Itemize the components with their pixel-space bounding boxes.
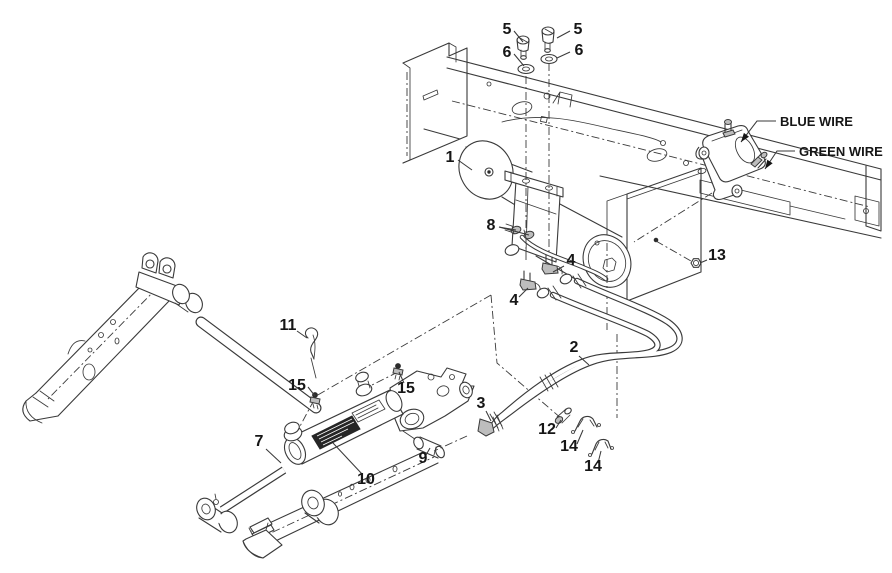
rod-clevis-tube bbox=[196, 493, 238, 534]
clamp-14-upper bbox=[571, 415, 601, 434]
callout-5-left: 5 bbox=[503, 21, 512, 38]
wire-harness bbox=[501, 116, 662, 143]
callout-1: 1 bbox=[446, 149, 455, 166]
nut-13 bbox=[690, 258, 702, 268]
callout-8-leader-1 bbox=[498, 226, 530, 236]
callout-4-lower-leader bbox=[518, 287, 529, 298]
callout-6-left-leader bbox=[513, 53, 525, 67]
bell-crank-arm bbox=[389, 367, 475, 451]
callout-11: 11 bbox=[280, 317, 297, 334]
fitting-15-left bbox=[309, 392, 321, 410]
callout-13: 13 bbox=[708, 247, 726, 264]
callout-4-upper: 4 bbox=[567, 252, 576, 269]
callout-2: 2 bbox=[570, 339, 579, 356]
green-wire-label-arrow bbox=[765, 159, 773, 169]
callout-2-leader bbox=[578, 355, 590, 366]
fitting-15-right bbox=[392, 363, 404, 381]
lift-frame-upper-arm bbox=[22, 252, 203, 424]
clamp-14-lower bbox=[588, 438, 614, 457]
callout-15-right-leader bbox=[398, 371, 405, 384]
callout-1-leader bbox=[457, 159, 473, 171]
callout-15-right: 15 bbox=[397, 380, 415, 397]
callout-7: 7 bbox=[255, 433, 264, 450]
hardware bbox=[304, 26, 702, 457]
callout-12: 12 bbox=[538, 421, 556, 438]
callout-12-leader bbox=[555, 419, 562, 429]
solenoid-mount-panel bbox=[626, 167, 702, 302]
green-wire-label: GREEN WIRE bbox=[799, 144, 883, 159]
clevis-pin bbox=[413, 436, 445, 459]
hydraulic-hoses bbox=[488, 273, 683, 430]
callout-4-upper-leader bbox=[552, 265, 565, 273]
washer-6-left bbox=[517, 63, 535, 75]
callout-layer: 5 5 6 6 1 8 13 4 4 11 2 15 15 3 7 12 9 14 14 10 BLUE WIRE GRE… bbox=[255, 21, 884, 488]
blue-wire-label-arrow bbox=[741, 132, 749, 142]
bolt-5-right bbox=[541, 26, 555, 53]
bolt-5-left bbox=[516, 35, 530, 60]
lift-rod bbox=[195, 316, 322, 414]
callout-9-leader bbox=[425, 447, 431, 456]
callout-13-leader bbox=[699, 259, 708, 264]
callout-5-right: 5 bbox=[574, 21, 583, 38]
cylinder-port bbox=[355, 383, 373, 397]
callout-7-leader bbox=[265, 448, 282, 464]
callout-6-left: 6 bbox=[503, 44, 512, 61]
callout-8: 8 bbox=[487, 217, 496, 234]
washer-6-right bbox=[540, 53, 558, 65]
callout-6-right-leader bbox=[556, 51, 571, 59]
callout-15-left: 15 bbox=[288, 377, 306, 394]
bolt-12 bbox=[554, 407, 572, 424]
elbow-4-upper bbox=[541, 254, 573, 285]
elbow-4-lower bbox=[519, 270, 550, 299]
projection-lines bbox=[297, 63, 713, 452]
callout-5-right-leader bbox=[556, 30, 571, 39]
callout-14-lower: 14 bbox=[584, 458, 602, 475]
callout-5-left-leader bbox=[513, 30, 524, 43]
callout-11-leader bbox=[296, 330, 308, 339]
solenoid bbox=[695, 119, 768, 200]
hairpin-cotter-11 bbox=[304, 327, 319, 379]
blue-wire-label: BLUE WIRE bbox=[780, 114, 853, 129]
callout-4-lower: 4 bbox=[510, 292, 519, 309]
truck-frame bbox=[402, 42, 882, 302]
cylinder-rod bbox=[219, 466, 287, 514]
callout-10: 10 bbox=[357, 471, 375, 488]
callout-14-lower-leader bbox=[597, 450, 602, 464]
callout-3: 3 bbox=[477, 395, 486, 412]
callout-3-leader bbox=[485, 410, 492, 422]
lift-frame-lower-arm bbox=[242, 448, 439, 559]
callout-10-leader bbox=[332, 442, 363, 475]
fitting-3 bbox=[477, 414, 504, 437]
callout-6-right: 6 bbox=[575, 42, 584, 59]
callout-9: 9 bbox=[419, 450, 428, 467]
hydraulic-cylinder bbox=[283, 371, 404, 465]
callout-14-upper: 14 bbox=[560, 438, 578, 455]
callout-14-upper-leader bbox=[576, 429, 584, 445]
callout-15-left-leader bbox=[307, 386, 316, 397]
